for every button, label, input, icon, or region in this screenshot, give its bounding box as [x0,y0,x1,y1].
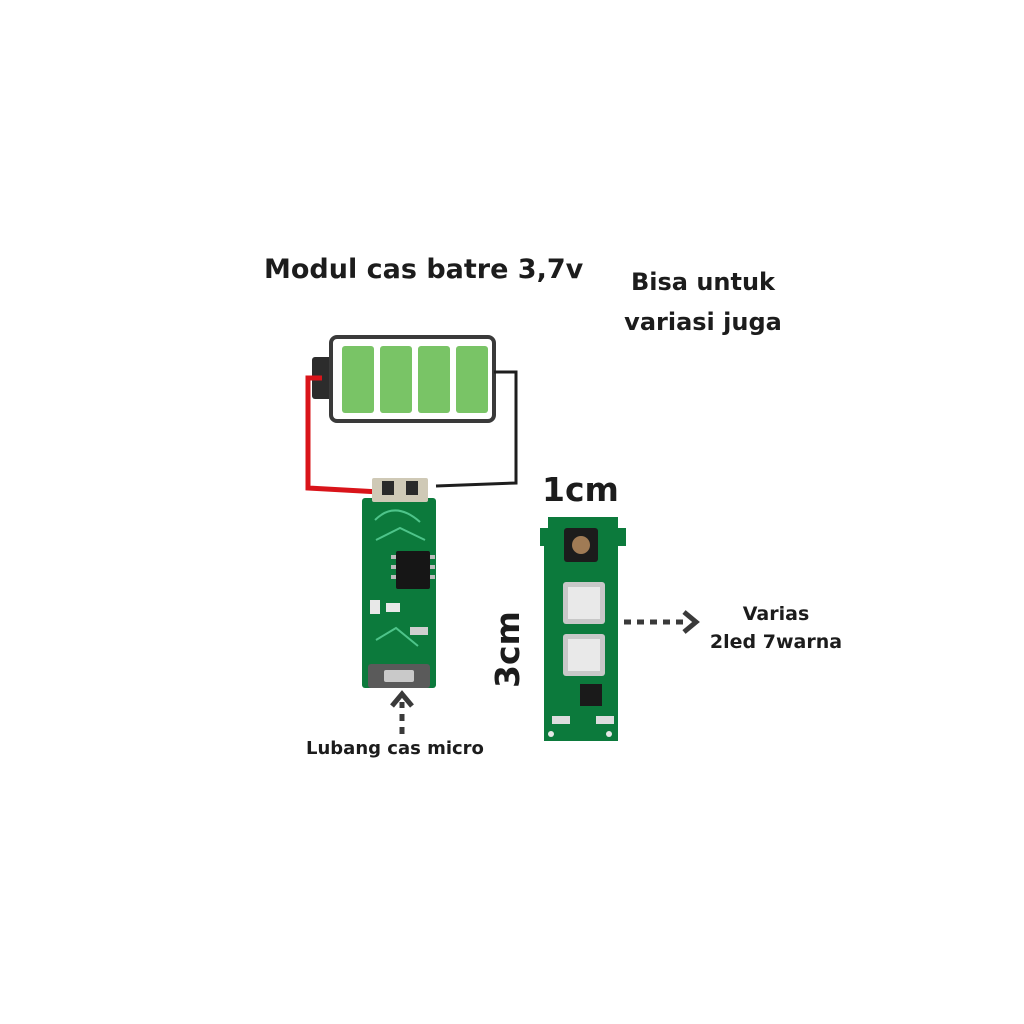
led-module [540,517,626,741]
red-wire [305,375,381,495]
led-note-line-2: 2led 7warna [709,631,843,653]
charger-module [362,478,436,688]
dotted-arrow-up-icon [390,690,414,734]
led-note-line-1: Varias [742,603,810,625]
black-wire [435,370,518,488]
side-note-line-2: variasi juga [624,308,782,336]
led-note: Varias 2led 7warna [690,600,862,656]
side-note-line-1: Bisa untuk [630,268,776,296]
dotted-arrow-right-icon [624,610,700,634]
side-note: Bisa untuk variasi juga [620,262,786,342]
height-label: 3cm [488,611,527,688]
battery-icon [312,335,496,423]
page-title: Modul cas batre 3,7v [264,254,584,285]
port-note: Lubang cas micro [306,738,484,759]
width-label: 1cm [542,470,619,509]
